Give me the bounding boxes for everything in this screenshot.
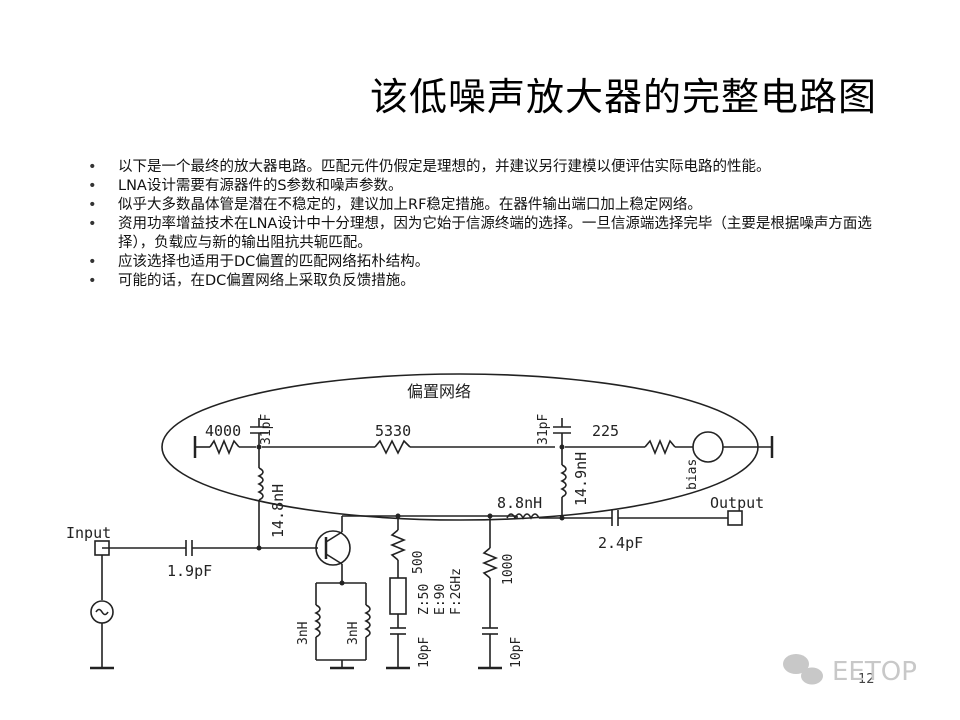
bullet-text: 资用功率增益技术在LNA设计中十分理想，因为它始于信源终端的选择。一旦信源端选择…	[118, 216, 872, 251]
bullet-icon: •	[88, 197, 97, 213]
bullet-text: 似乎大多数晶体管是潜在不稳定的，建议加上RF稳定措施。在器件输出端口加上稳定网络…	[118, 197, 702, 213]
bullet-item: • 应该选择也适用于DC偏置的匹配网络拓朴结构。	[88, 253, 888, 272]
inductor-le2	[364, 604, 371, 638]
bullet-item: • 资用功率增益技术在LNA设计中十分理想，因为它始于信源终端的选择。一旦信源端选…	[88, 215, 888, 253]
bullet-item: • 以下是一个最终的放大器电路。匹配元件仍假定是理想的，并建议另行建模以便评估实际…	[88, 158, 888, 177]
c3-label: 10pF	[417, 637, 432, 668]
c-out-label: 2.4pF	[598, 534, 643, 552]
bullet-icon: •	[88, 273, 97, 289]
transistor-emitter	[325, 553, 343, 565]
watermark: EETOP	[832, 657, 917, 687]
inductor-l1	[257, 467, 264, 501]
r2-label: 5330	[375, 422, 411, 440]
node-dot	[559, 444, 565, 450]
bullet-item: • LNA设计需要有源器件的S参数和噪声参数。	[88, 177, 888, 196]
bullet-icon: •	[88, 254, 97, 270]
bullet-list: • 以下是一个最终的放大器电路。匹配元件仍假定是理想的，并建议另行建模以便评估实际…	[88, 158, 888, 291]
le2-label: 3nH	[346, 622, 361, 645]
slide-title: 该低噪声放大器的完整电路图	[370, 75, 878, 119]
resistor-r3	[644, 438, 676, 456]
l1-label: 14.8nH	[269, 484, 287, 538]
c1-label: 31pF	[259, 414, 274, 445]
tline-z-label: Z:50	[417, 584, 432, 615]
r5-label: 1000	[501, 554, 516, 585]
tline-f-label: F:2GHz	[449, 568, 464, 615]
resistor-r1	[209, 438, 240, 456]
bullet-text: LNA设计需要有源器件的S参数和噪声参数。	[118, 178, 403, 194]
transistor-collector	[325, 531, 343, 543]
r1-label: 4000	[205, 422, 241, 440]
l3-label: 8.8nH	[497, 494, 542, 512]
transistor	[315, 530, 351, 566]
c-in-label: 1.9pF	[167, 562, 212, 580]
node-dot	[487, 513, 493, 519]
node-dot	[395, 513, 401, 519]
bullet-item: • 可能的话，在DC偏置网络上采取负反馈措施。	[88, 272, 888, 291]
bias-source-label: bias	[685, 459, 700, 490]
bullet-icon: •	[88, 159, 97, 175]
ac-source-wave	[95, 608, 109, 616]
wechat-icon	[783, 654, 823, 685]
inductor-le1	[314, 604, 321, 638]
input-label: Input	[66, 524, 111, 542]
output-port	[727, 510, 743, 526]
node-dot	[339, 580, 345, 586]
bullet-item: • 似乎大多数晶体管是潜在不稳定的，建议加上RF稳定措施。在器件输出端口加上稳定网…	[88, 196, 888, 215]
bias-source	[692, 431, 724, 463]
le1-label: 3nH	[296, 622, 311, 645]
bullet-icon: •	[88, 216, 97, 232]
page-number: 12	[858, 672, 875, 687]
node-dot	[256, 545, 262, 551]
r4-label: 500	[411, 551, 426, 574]
bullet-text: 可能的话，在DC偏置网络上采取负反馈措施。	[118, 273, 415, 289]
node-dot	[256, 444, 262, 450]
r3-label: 225	[592, 422, 619, 440]
bullet-text: 应该选择也适用于DC偏置的匹配网络拓朴结构。	[118, 254, 430, 270]
bullet-text: 以下是一个最终的放大器电路。匹配元件仍假定是理想的，并建议另行建模以便评估实际电…	[118, 159, 771, 175]
resistor-r5	[481, 547, 499, 579]
inductor-l3	[506, 513, 540, 520]
node-dot	[559, 515, 565, 521]
l2-label: 14.9nH	[572, 452, 590, 506]
c4-label: 10pF	[509, 637, 524, 668]
c2-label: 31pF	[536, 414, 551, 445]
inductor-l2	[560, 464, 567, 498]
transmission-line	[389, 577, 407, 615]
output-label: Output	[710, 494, 764, 512]
resistor-r2	[374, 439, 411, 455]
resistor-r4	[389, 529, 407, 561]
bias-network-label: 偏置网络	[407, 382, 471, 401]
bullet-icon: •	[88, 178, 97, 194]
tline-e-label: E:90	[433, 584, 448, 615]
